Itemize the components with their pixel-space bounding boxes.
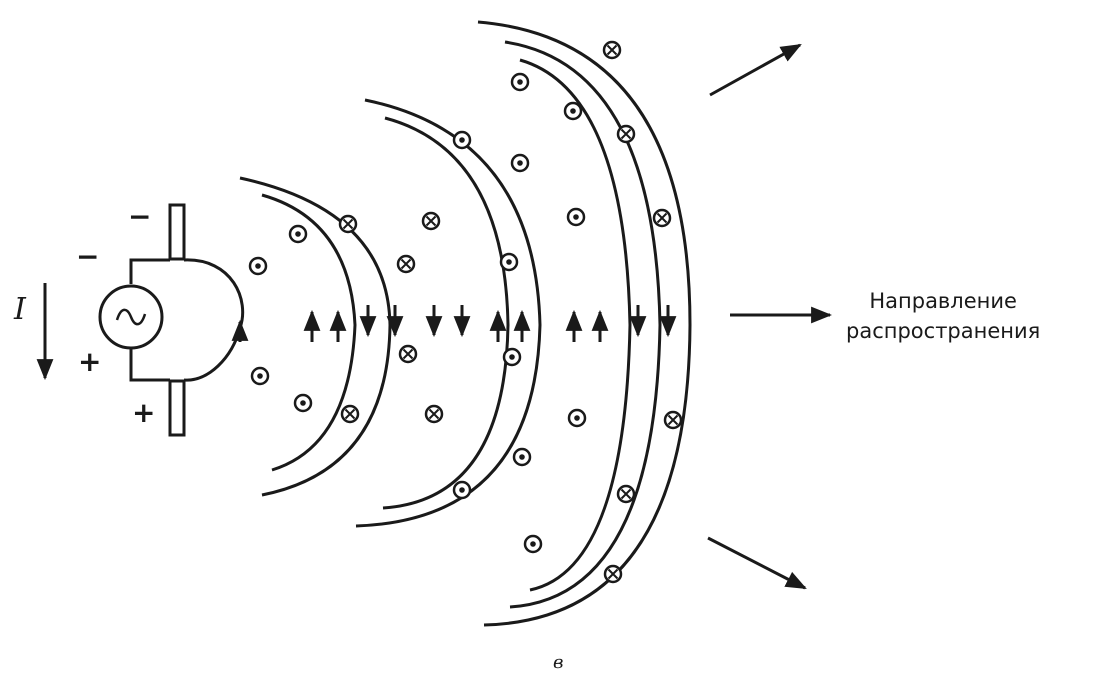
cross-marker-icon (603, 564, 623, 584)
dot-marker-icon (567, 408, 587, 428)
feed-wire-top (129, 258, 170, 284)
cross-marker-icon (616, 484, 636, 504)
cross-marker-icon (340, 404, 360, 424)
propagation-arrow-down-icon (707, 536, 807, 590)
dot-marker-icon (288, 224, 308, 244)
antenna-lower-plate (168, 379, 186, 437)
current-label: I (14, 292, 26, 327)
wavefront-loop-1-inner (261, 193, 357, 472)
magnetic-field-markers (248, 40, 683, 584)
cross-marker-icon (602, 40, 622, 60)
figure-sublabel: в (553, 652, 564, 673)
dot-marker-icon (452, 480, 472, 500)
antenna-upper-plate (168, 203, 186, 261)
propagation-direction-label: Направление распространения (846, 286, 1040, 346)
dot-marker-icon (250, 366, 270, 386)
cross-marker-icon (338, 214, 358, 234)
dot-marker-icon (512, 447, 532, 467)
plus-sign-left: + (78, 345, 102, 378)
dot-marker-icon (248, 256, 268, 276)
dot-marker-icon (499, 252, 519, 272)
dot-marker-icon (566, 207, 586, 227)
cross-marker-icon (616, 124, 636, 144)
feed-wire-bottom (129, 349, 170, 382)
propagation-arrows (707, 43, 833, 590)
propagation-label-line-1: Направление (869, 289, 1017, 313)
wavefront-loop-3-outer (477, 20, 692, 627)
cross-marker-icon (424, 404, 444, 424)
dot-marker-icon (293, 393, 313, 413)
cross-marker-icon (421, 211, 441, 231)
dot-marker-icon (452, 130, 472, 150)
field-direction-arrows (231, 305, 677, 342)
minus-sign-top: − (128, 200, 152, 233)
wavefront-loop-2-inner (382, 116, 510, 510)
dot-marker-icon (523, 534, 543, 554)
dot-marker-icon (510, 153, 530, 173)
dot-marker-icon (502, 347, 522, 367)
minus-sign-left: − (76, 240, 100, 273)
cross-marker-icon (652, 208, 672, 228)
ac-source-icon (98, 284, 164, 350)
propagation-arrow-up-icon (709, 43, 802, 97)
cross-marker-icon (663, 410, 683, 430)
wavefront-loops (239, 20, 692, 627)
cross-marker-icon (396, 254, 416, 274)
plus-sign-bottom: + (132, 396, 156, 429)
dot-marker-icon (563, 101, 583, 121)
dot-marker-icon (510, 72, 530, 92)
propagation-label-line-2: распространения (846, 319, 1041, 343)
cross-marker-icon (398, 344, 418, 364)
near-field-loop (183, 258, 245, 382)
